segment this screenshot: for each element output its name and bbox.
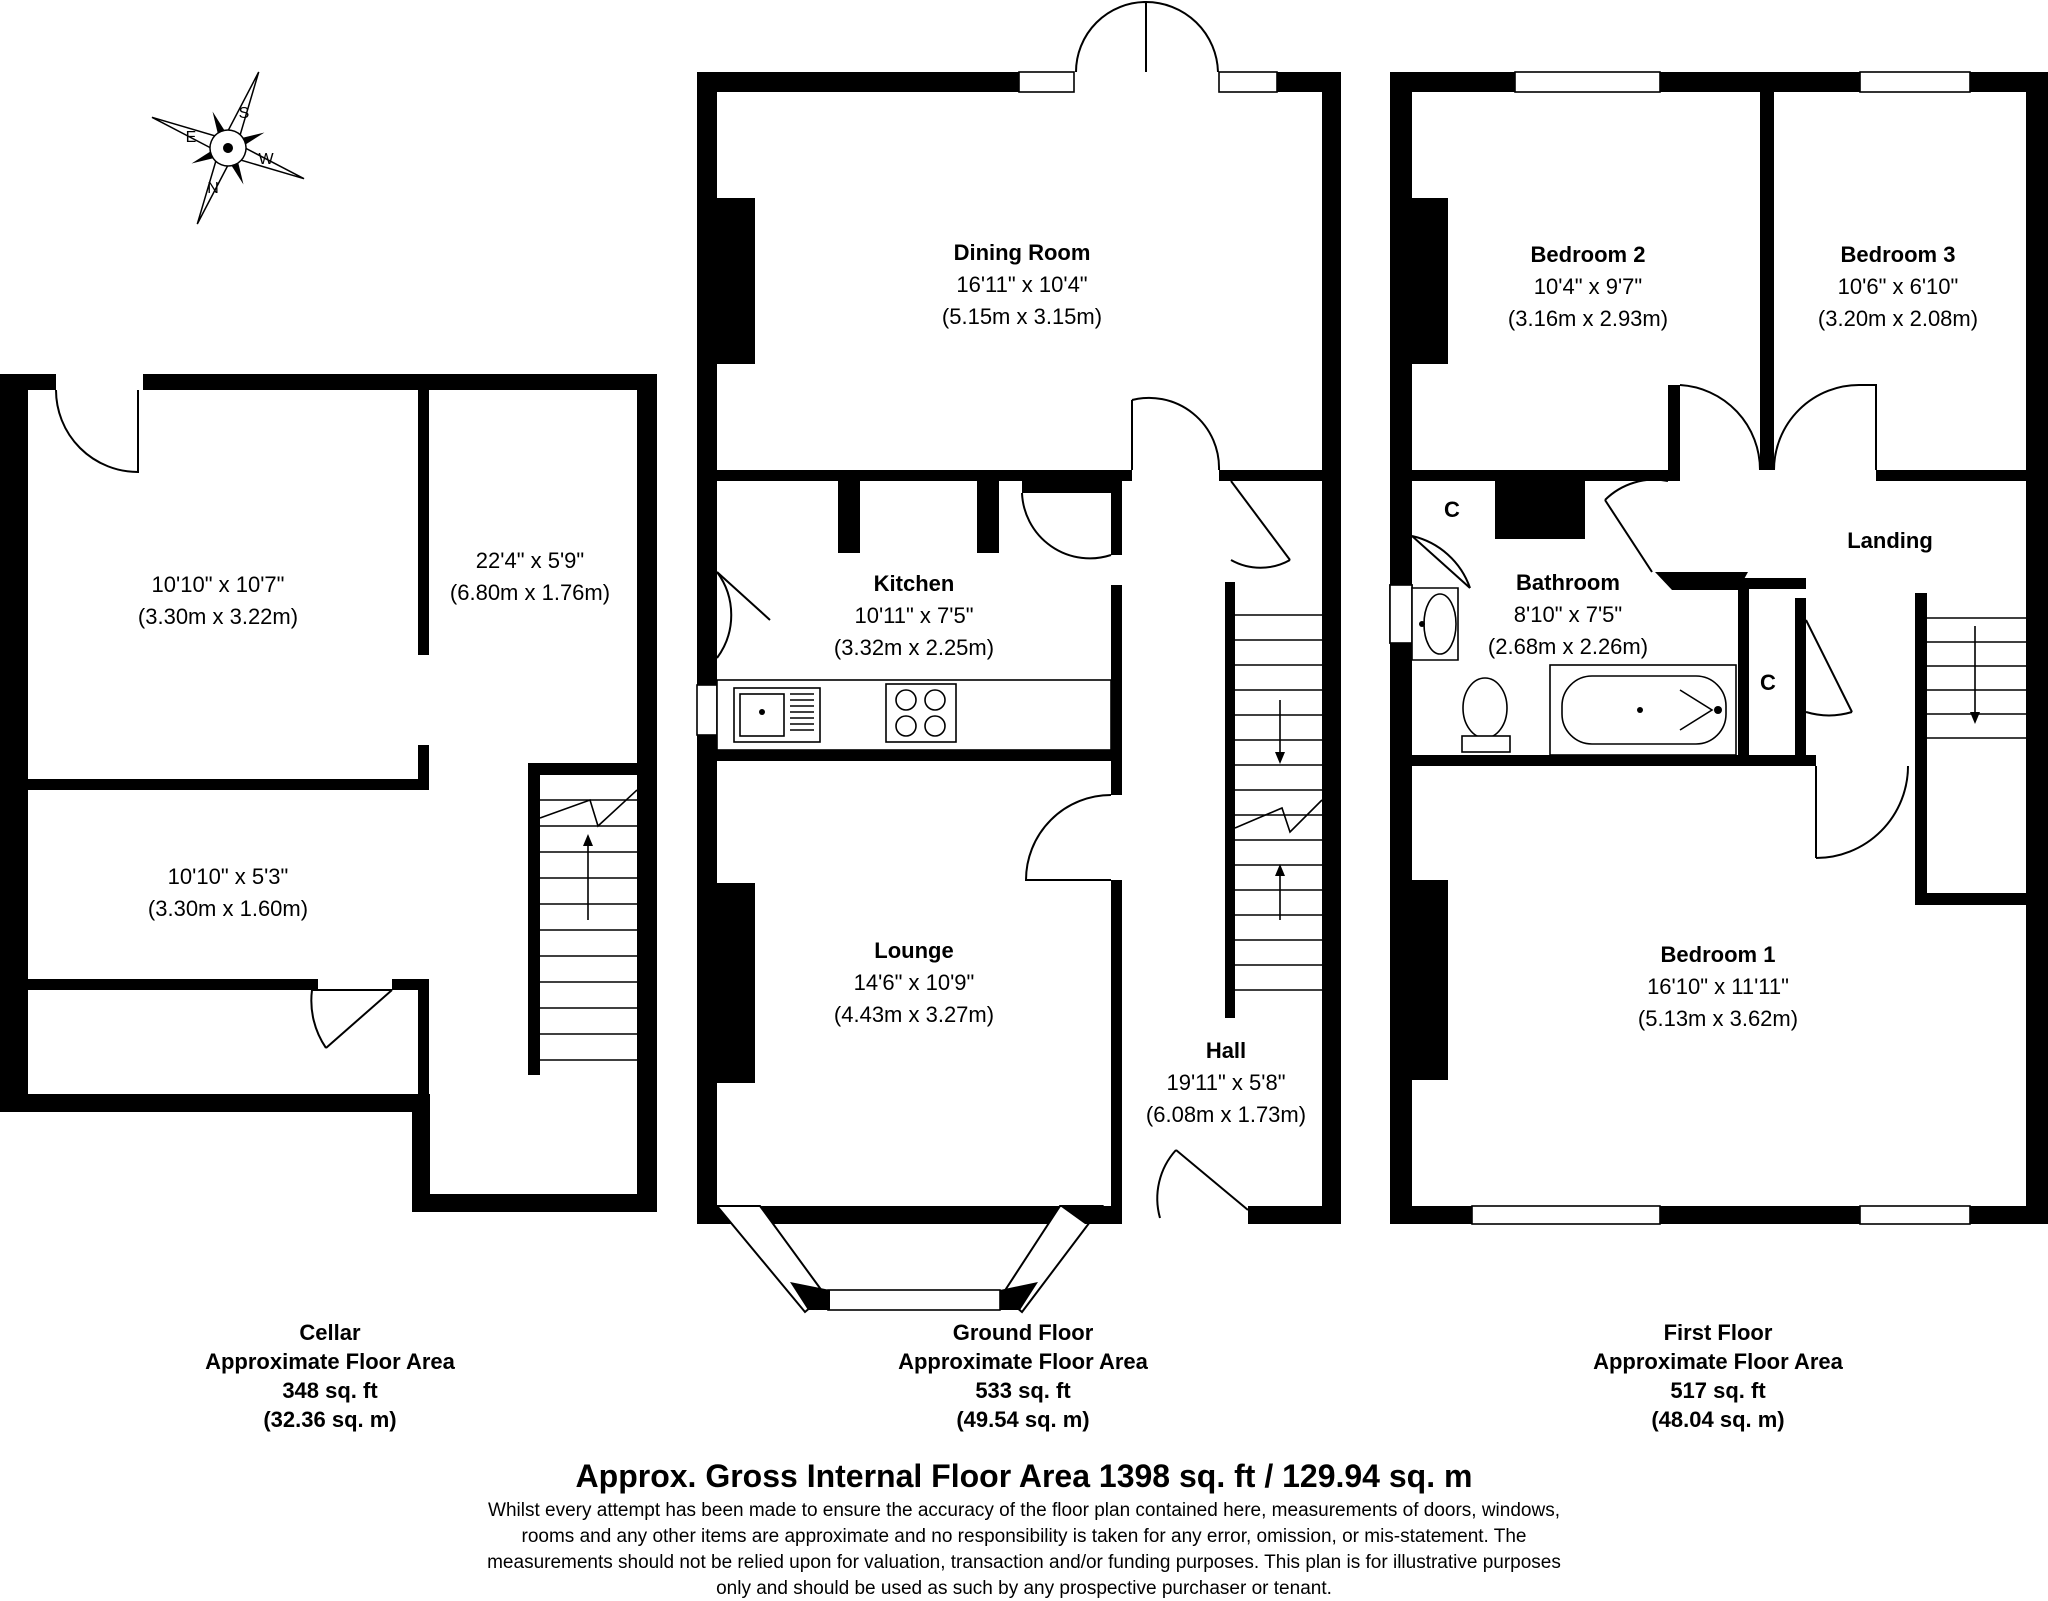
svg-text:Lounge: Lounge: [874, 938, 953, 963]
hall-label: Hall 19'11" x 5'8" (6.08m x 1.73m): [1146, 1038, 1306, 1127]
hob-icon: [885, 683, 957, 743]
first-area-caption: First Floor Approximate Floor Area 517 s…: [1593, 1320, 1844, 1432]
svg-text:(6.80m x 1.76m): (6.80m x 1.76m): [450, 580, 610, 605]
svg-text:Bedroom 1: Bedroom 1: [1661, 942, 1776, 967]
svg-text:(2.68m x 2.26m): (2.68m x 2.26m): [1488, 634, 1648, 659]
svg-text:10'4" x 9'7": 10'4" x 9'7": [1534, 274, 1642, 299]
svg-text:Approximate Floor Area: Approximate Floor Area: [898, 1349, 1149, 1374]
compass-e: E: [186, 129, 197, 146]
svg-text:10'11" x 7'5": 10'11" x 7'5": [854, 603, 973, 628]
svg-text:Approximate Floor Area: Approximate Floor Area: [205, 1349, 456, 1374]
svg-text:Whilst every attempt has been: Whilst every attempt has been made to en…: [488, 1500, 1560, 1521]
svg-text:Dining Room: Dining Room: [954, 240, 1091, 265]
cellar-area-caption: Cellar Approximate Floor Area 348 sq. ft…: [205, 1320, 456, 1432]
svg-text:(32.36 sq. m): (32.36 sq. m): [263, 1407, 396, 1432]
svg-text:10'6" x 6'10": 10'6" x 6'10": [1838, 274, 1959, 299]
svg-text:22'4" x 5'9": 22'4" x 5'9": [476, 548, 584, 573]
ground-area-caption: Ground Floor Approximate Floor Area 533 …: [898, 1320, 1149, 1432]
ground-stairs: [1234, 614, 1323, 991]
svg-text:measurements should not be rel: measurements should not be relied upon f…: [487, 1552, 1561, 1573]
bedroom-2-label: Bedroom 2 10'4" x 9'7" (3.16m x 2.93m): [1508, 242, 1668, 331]
svg-text:Ground Floor: Ground Floor: [953, 1320, 1094, 1345]
cellar-stairs: [539, 789, 638, 1061]
kitchen-label: Kitchen 10'11" x 7'5" (3.32m x 2.25m): [834, 571, 994, 660]
cellar-room-c-label: 10'10" x 5'3" (3.30m x 1.60m): [148, 864, 308, 921]
sink-icon: [733, 687, 821, 743]
dining-room-label: Dining Room 16'11" x 10'4" (5.15m x 3.15…: [942, 240, 1102, 329]
svg-text:16'11" x 10'4": 16'11" x 10'4": [956, 272, 1087, 297]
svg-text:(3.16m x 2.93m): (3.16m x 2.93m): [1508, 306, 1668, 331]
svg-text:16'10" x 11'11": 16'10" x 11'11": [1647, 974, 1789, 999]
svg-text:8'10" x 7'5": 8'10" x 7'5": [1514, 602, 1622, 627]
svg-text:(3.30m x 1.60m): (3.30m x 1.60m): [148, 896, 308, 921]
svg-text:19'11" x 5'8": 19'11" x 5'8": [1166, 1070, 1285, 1095]
svg-text:(48.04 sq. m): (48.04 sq. m): [1651, 1407, 1784, 1432]
toilet-icon: [1461, 677, 1511, 753]
svg-text:348 sq. ft: 348 sq. ft: [282, 1378, 378, 1403]
landing-label: Landing: [1847, 528, 1933, 553]
bedroom-3-label: Bedroom 3 10'6" x 6'10" (3.20m x 2.08m): [1818, 242, 1978, 331]
landing-cupboard-label: C: [1760, 670, 1776, 695]
lounge-bay-window: [714, 1205, 1105, 1314]
svg-text:533 sq. ft: 533 sq. ft: [975, 1378, 1071, 1403]
bath-icon: [1549, 664, 1737, 756]
total-area: Approx. Gross Internal Floor Area 1398 s…: [576, 1458, 1473, 1494]
svg-text:10'10" x 5'3": 10'10" x 5'3": [168, 864, 289, 889]
svg-text:(49.54 sq. m): (49.54 sq. m): [956, 1407, 1089, 1432]
compass-rose-icon: S E N W: [151, 71, 305, 225]
basin-icon: [1411, 587, 1459, 661]
svg-text:(5.15m x 3.15m): (5.15m x 3.15m): [942, 304, 1102, 329]
svg-text:Kitchen: Kitchen: [874, 571, 955, 596]
svg-text:10'10" x 10'7": 10'10" x 10'7": [152, 572, 285, 597]
compass-s: S: [239, 105, 250, 122]
svg-text:First Floor: First Floor: [1664, 1320, 1773, 1345]
svg-text:Bathroom: Bathroom: [1516, 570, 1620, 595]
compass-n: N: [207, 180, 219, 197]
svg-text:rooms and any other items are: rooms and any other items are approximat…: [522, 1526, 1527, 1547]
svg-text:517 sq. ft: 517 sq. ft: [1670, 1378, 1766, 1403]
svg-text:(3.20m x 2.08m): (3.20m x 2.08m): [1818, 306, 1978, 331]
cellar-room-b-label: 22'4" x 5'9" (6.80m x 1.76m): [450, 548, 610, 605]
svg-text:Bedroom 3: Bedroom 3: [1841, 242, 1956, 267]
lounge-label: Lounge 14'6" x 10'9" (4.43m x 3.27m): [834, 938, 994, 1027]
bedroom-1-label: Bedroom 1 16'10" x 11'11" (5.13m x 3.62m…: [1638, 942, 1798, 1031]
bathroom-label: Bathroom 8'10" x 7'5" (2.68m x 2.26m): [1488, 570, 1648, 659]
compass-w: W: [258, 151, 274, 168]
svg-text:Bedroom 2: Bedroom 2: [1531, 242, 1646, 267]
ground-floor-plan: [696, 0, 1341, 1314]
svg-text:14'6" x 10'9": 14'6" x 10'9": [854, 970, 975, 995]
cellar-room-a-label: 10'10" x 10'7" (3.30m x 3.22m): [138, 572, 298, 629]
svg-text:(4.43m x 3.27m): (4.43m x 3.27m): [834, 1002, 994, 1027]
cellar-plan: [0, 374, 657, 1212]
svg-text:Approximate Floor Area: Approximate Floor Area: [1593, 1349, 1844, 1374]
svg-text:(3.30m x 3.22m): (3.30m x 3.22m): [138, 604, 298, 629]
svg-text:only and should be used as suc: only and should be used as such by any p…: [716, 1578, 1332, 1599]
svg-text:Cellar: Cellar: [299, 1320, 361, 1345]
first-stairs: [1927, 617, 2026, 739]
first-floor-plan: [1389, 71, 2048, 1225]
svg-text:Hall: Hall: [1206, 1038, 1246, 1063]
disclaimer: Whilst every attempt has been made to en…: [487, 1500, 1561, 1599]
svg-text:(5.13m x 3.62m): (5.13m x 3.62m): [1638, 1006, 1798, 1031]
svg-text:(3.32m x 2.25m): (3.32m x 2.25m): [834, 635, 994, 660]
bathroom-cupboard-label: C: [1444, 497, 1460, 522]
svg-text:(6.08m x 1.73m): (6.08m x 1.73m): [1146, 1102, 1306, 1127]
